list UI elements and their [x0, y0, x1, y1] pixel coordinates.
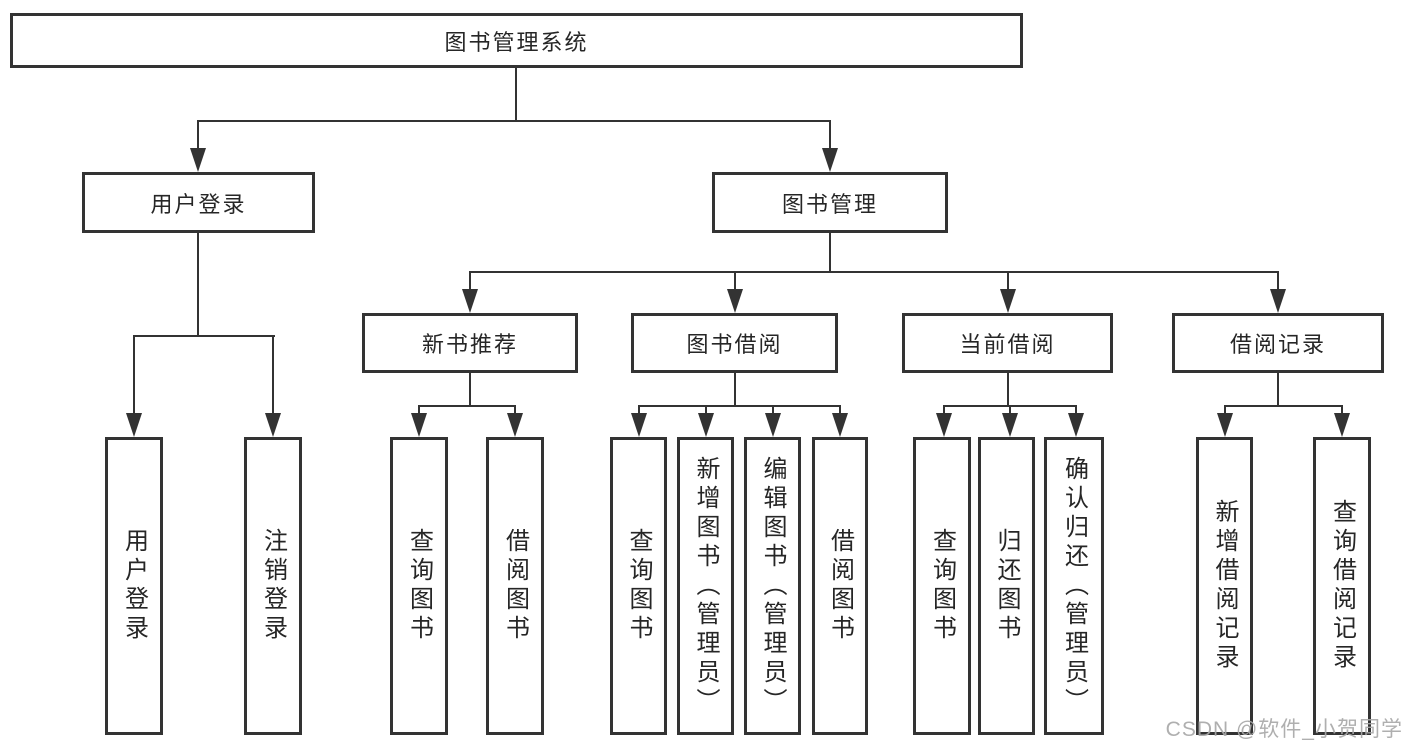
node-label: 新书推荐 — [421, 332, 518, 357]
node-label: 用户登录 — [120, 528, 148, 644]
connector-vline — [418, 405, 420, 417]
node-confirm-return-admin: 确认归还（管理员） — [1044, 437, 1104, 735]
node-label: 注销登录 — [259, 528, 287, 644]
node-label: 编辑图书（管理员） — [759, 455, 786, 717]
node-label: 查询图书 — [625, 528, 652, 644]
connector-vline — [734, 271, 736, 293]
connector-vline — [272, 335, 274, 415]
node-label: 借阅记录 — [1229, 332, 1326, 357]
connector-vline — [1007, 271, 1009, 293]
connector-vline — [1277, 373, 1279, 407]
connector-vline — [638, 405, 640, 417]
connector-hline — [418, 405, 516, 407]
connector-vline — [515, 68, 517, 121]
node-label: 借阅图书 — [826, 528, 854, 644]
node-library-management-system: 图书管理系统 — [10, 13, 1023, 68]
node-book-borrowing: 图书借阅 — [631, 313, 838, 373]
node-user-login-branch: 用户登录 — [82, 172, 315, 233]
connector-vline — [469, 373, 471, 407]
connector-vline — [943, 405, 945, 417]
connector-vline — [1224, 405, 1226, 417]
arrow-down-icon — [832, 413, 848, 437]
connector-vline — [133, 335, 135, 415]
arrow-down-icon — [698, 413, 714, 437]
arrow-down-icon — [462, 289, 478, 313]
node-label: 图书借阅 — [686, 332, 783, 357]
node-logout-leaf: 注销登录 — [244, 437, 302, 735]
connector-vline — [734, 373, 736, 407]
node-label: 查询图书 — [405, 528, 433, 644]
arrow-down-icon — [631, 413, 647, 437]
node-label: 图书管理系统 — [444, 29, 589, 55]
arrow-down-icon — [190, 148, 206, 172]
node-label: 查询图书 — [928, 528, 956, 644]
node-label: 新增图书（管理员） — [692, 455, 719, 717]
connector-vline — [829, 232, 831, 273]
node-book-management-branch: 图书管理 — [712, 172, 948, 233]
arrow-down-icon — [1217, 413, 1233, 437]
arrow-down-icon — [1068, 413, 1084, 437]
connector-vline — [469, 271, 471, 293]
arrow-down-icon — [507, 413, 523, 437]
node-label: 新增借阅记录 — [1211, 499, 1238, 673]
node-label: 图书管理 — [781, 191, 878, 217]
node-borrowing-records: 借阅记录 — [1172, 313, 1384, 373]
connector-vline — [772, 405, 774, 417]
connector-hline — [197, 120, 831, 122]
arrow-down-icon — [1002, 413, 1018, 437]
arrow-down-icon — [936, 413, 952, 437]
node-query-borrow-record: 查询借阅记录 — [1313, 437, 1371, 735]
node-label: 借阅图书 — [501, 528, 529, 644]
node-edit-book-admin: 编辑图书（管理员） — [744, 437, 801, 735]
connector-vline — [829, 120, 831, 152]
node-user-login-leaf: 用户登录 — [105, 437, 163, 735]
node-label: 当前借阅 — [959, 332, 1056, 357]
node-query-books-current: 查询图书 — [913, 437, 971, 735]
arrow-down-icon — [411, 413, 427, 437]
arrow-down-icon — [1270, 289, 1286, 313]
node-borrow-books-borrowing: 借阅图书 — [812, 437, 868, 735]
node-label: 确认归还（管理员） — [1060, 455, 1088, 717]
connector-vline — [1007, 373, 1009, 407]
node-label: 归还图书 — [993, 528, 1020, 644]
node-add-book-admin: 新增图书（管理员） — [677, 437, 734, 735]
node-label: 查询借阅记录 — [1328, 499, 1356, 673]
connector-vline — [197, 232, 199, 336]
connector-hline — [469, 271, 1279, 273]
node-new-book-recommendation: 新书推荐 — [362, 313, 578, 373]
connector-vline — [1277, 271, 1279, 293]
connector-hline — [133, 335, 275, 337]
arrow-down-icon — [1000, 289, 1016, 313]
connector-vline — [1075, 405, 1077, 417]
arrow-down-icon — [822, 148, 838, 172]
connector-hline — [1224, 405, 1343, 407]
connector-vline — [1009, 405, 1011, 417]
arrow-down-icon — [1334, 413, 1350, 437]
node-label: 用户登录 — [150, 191, 247, 217]
connector-vline — [1341, 405, 1343, 417]
node-borrow-books-recommend: 借阅图书 — [486, 437, 544, 735]
node-return-books: 归还图书 — [978, 437, 1035, 735]
connector-vline — [839, 405, 841, 417]
node-query-books-recommend: 查询图书 — [390, 437, 448, 735]
connector-hline — [638, 405, 841, 407]
arrow-down-icon — [126, 413, 142, 437]
arrow-down-icon — [265, 413, 281, 437]
connector-vline — [514, 405, 516, 417]
node-current-borrowing: 当前借阅 — [902, 313, 1113, 373]
node-query-books-borrowing: 查询图书 — [610, 437, 667, 735]
connector-vline — [197, 120, 199, 152]
arrow-down-icon — [765, 413, 781, 437]
node-add-borrow-record: 新增借阅记录 — [1196, 437, 1253, 735]
connector-vline — [705, 405, 707, 417]
arrow-down-icon — [727, 289, 743, 313]
